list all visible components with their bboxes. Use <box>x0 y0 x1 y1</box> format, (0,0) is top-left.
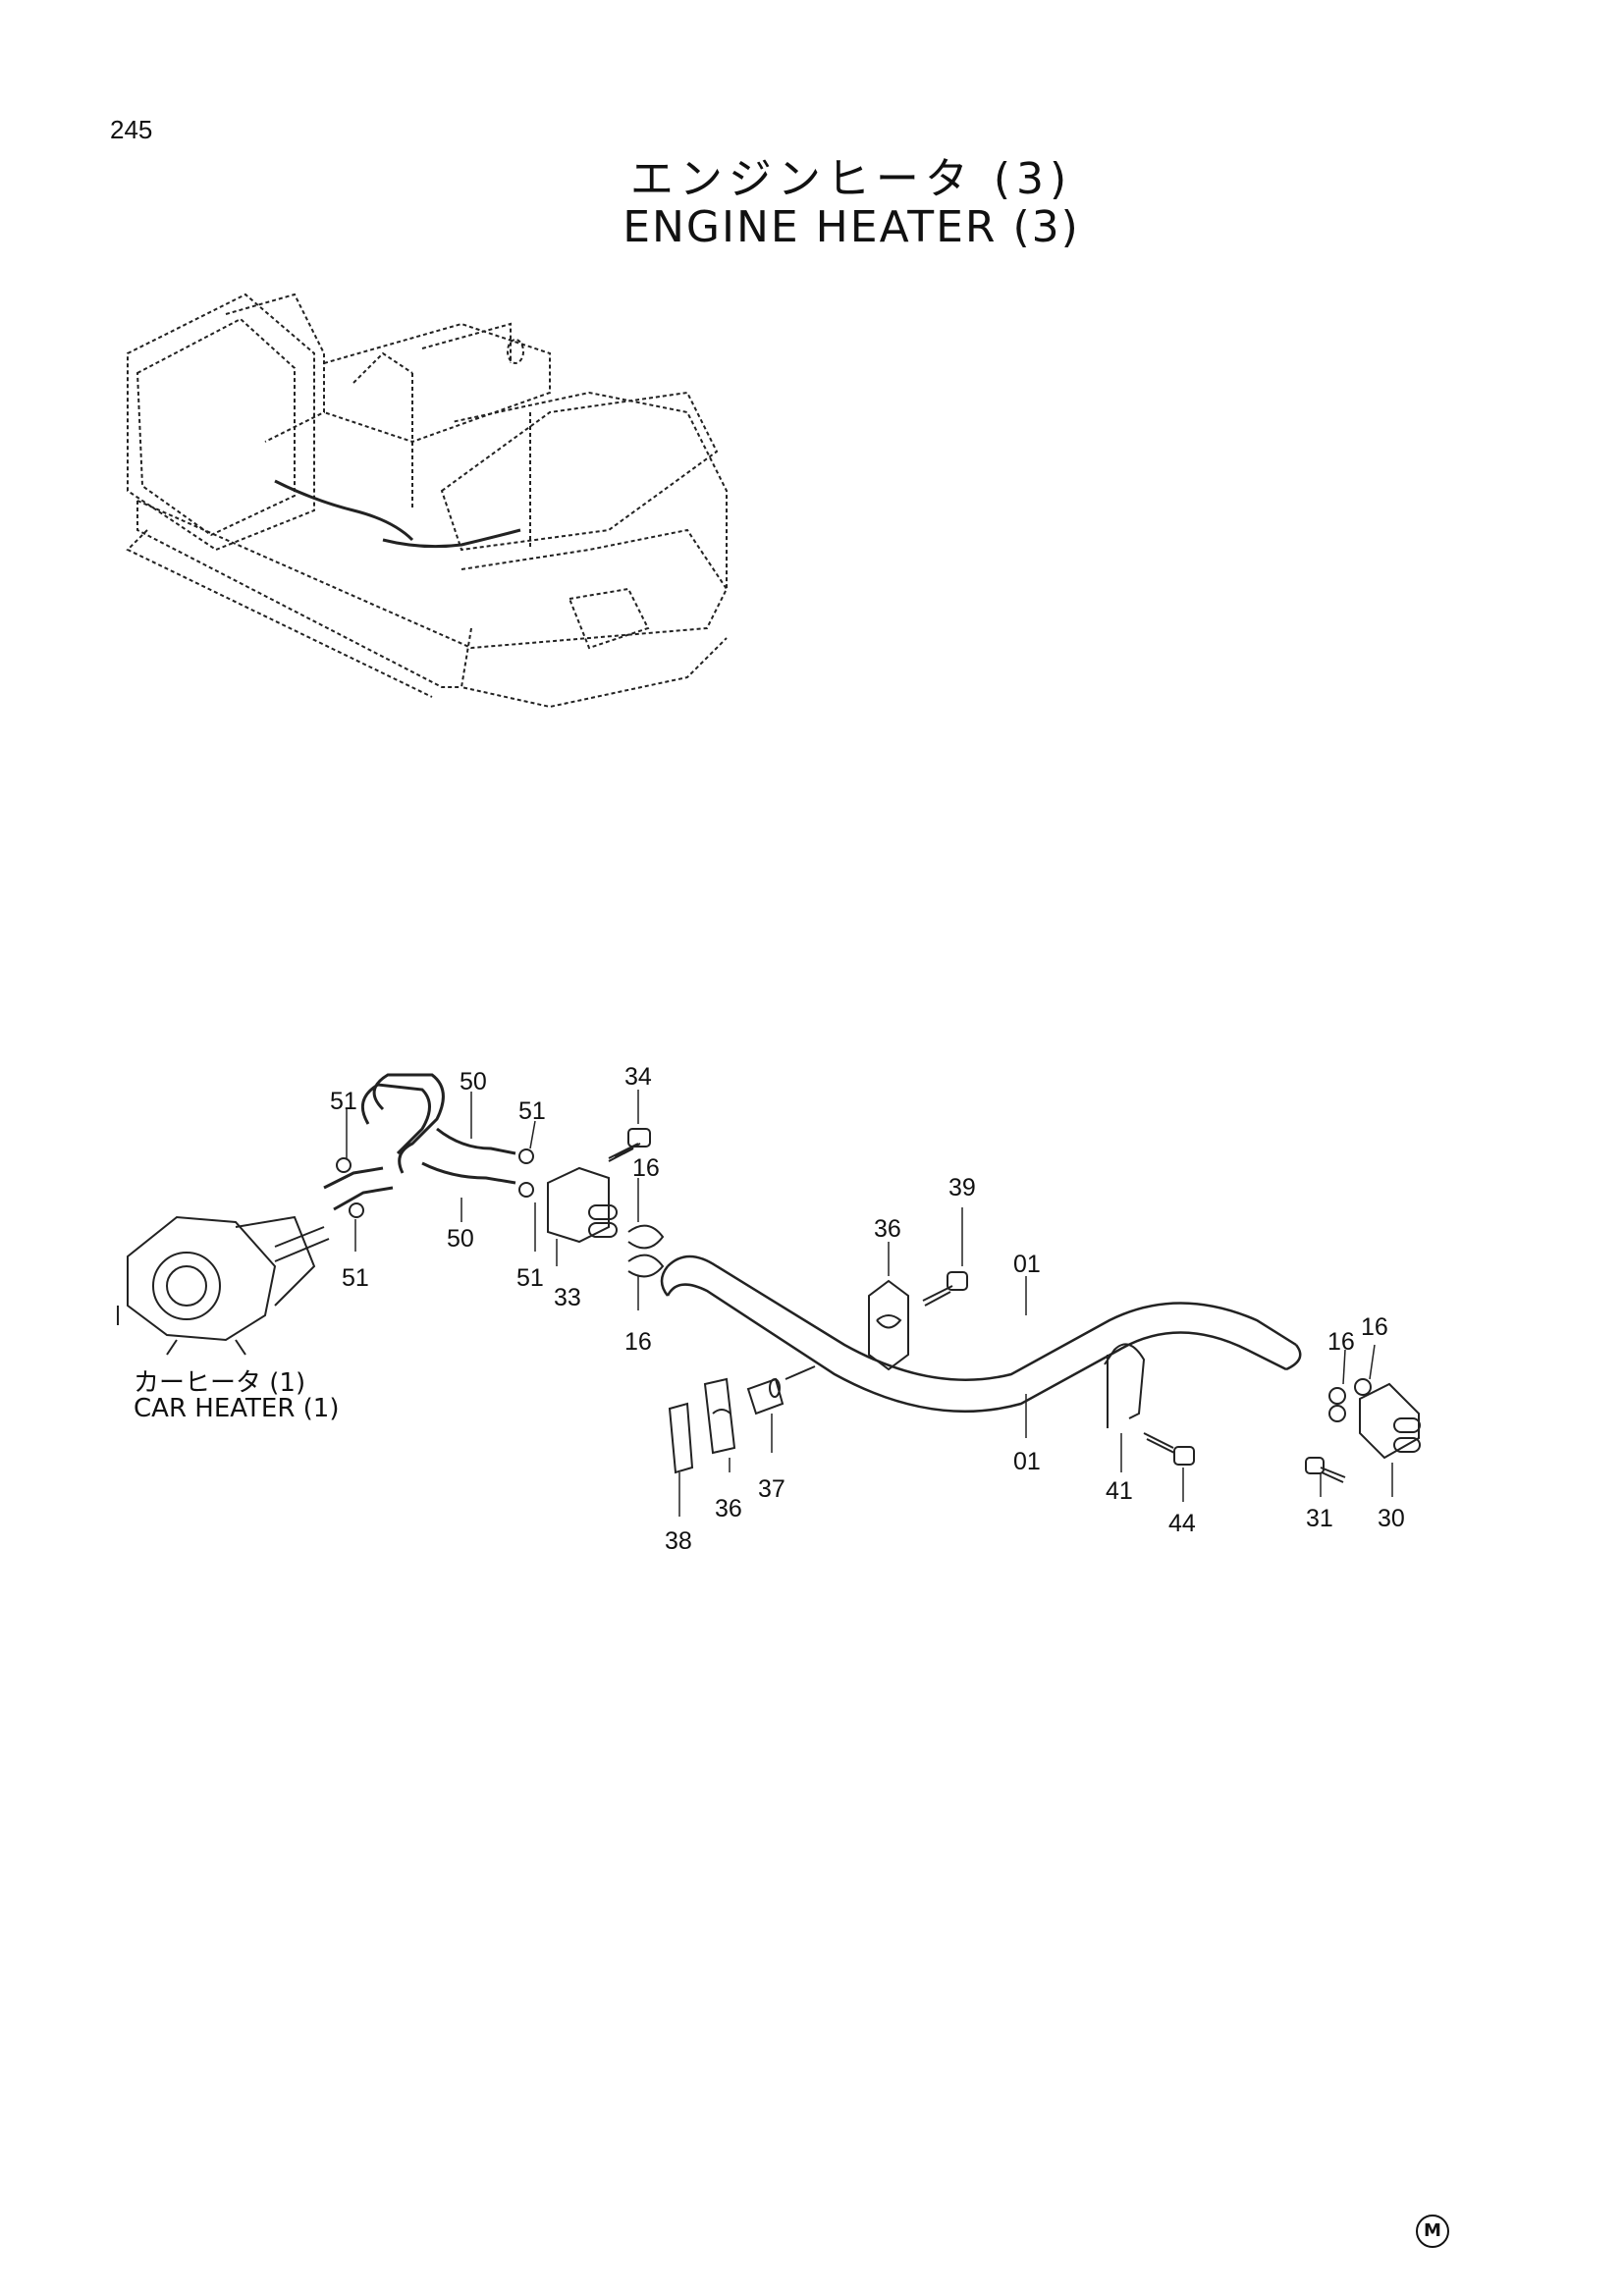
car-heater-label-japanese: カーヒータ (1) <box>134 1368 306 1398</box>
heater-hose-routing-overview <box>274 479 521 549</box>
leader-lines <box>346 1090 1393 1517</box>
callout-01: 01 <box>1013 1251 1041 1278</box>
callout-51: 51 <box>342 1264 369 1292</box>
hose-clamp-16-left <box>627 1224 665 1278</box>
bolt-44 <box>1143 1432 1195 1466</box>
callout-44: 44 <box>1168 1510 1196 1537</box>
heater-pipe-01 <box>660 1255 1302 1414</box>
callout-16: 16 <box>632 1154 660 1182</box>
hose-clamp-16-right <box>1328 1378 1372 1422</box>
callout-50: 50 <box>447 1225 474 1253</box>
callout-36: 36 <box>715 1495 742 1522</box>
page-title-japanese: エンジンヒータ (3) <box>629 154 1073 204</box>
callout-16: 16 <box>624 1328 652 1356</box>
callout-51: 51 <box>518 1097 546 1125</box>
callout-36: 36 <box>874 1215 901 1243</box>
callout-30: 30 <box>1378 1505 1405 1532</box>
callout-51: 51 <box>330 1088 357 1115</box>
hose-clamp-51 <box>336 1148 534 1218</box>
bolt-39 <box>922 1271 968 1307</box>
pipe-clamp-36-upper <box>868 1279 909 1371</box>
callout-41: 41 <box>1106 1477 1133 1505</box>
heater-hose-50 <box>323 1073 516 1211</box>
callout-01: 01 <box>1013 1448 1041 1475</box>
page-number: 245 <box>110 115 153 144</box>
callout-51: 51 <box>516 1264 544 1292</box>
callout-50: 50 <box>460 1068 487 1095</box>
callout-31: 31 <box>1306 1505 1333 1532</box>
pipe-clamp-41 <box>1104 1343 1146 1428</box>
corner-mark: M <box>1416 2215 1449 2248</box>
bolt-31 <box>1305 1457 1346 1483</box>
bolt-34 <box>608 1128 651 1162</box>
callout-33: 33 <box>554 1284 581 1311</box>
excavator-overview-illustration <box>126 293 728 709</box>
connector-plate-30 <box>1359 1382 1421 1460</box>
callout-37: 37 <box>758 1475 785 1503</box>
pipe-clamp-36-lower <box>703 1377 736 1455</box>
callout-16: 16 <box>1361 1313 1388 1341</box>
callout-16: 16 <box>1327 1328 1355 1356</box>
callout-39: 39 <box>948 1174 976 1201</box>
callout-labels: 51 50 51 34 16 51 50 51 33 16 39 36 01 1… <box>330 1063 1405 1555</box>
bracket-33 <box>547 1166 618 1244</box>
callout-38: 38 <box>665 1527 692 1555</box>
collar-37 <box>746 1377 785 1415</box>
car-heater-label: CAR HEATER (1) <box>134 1394 340 1423</box>
car-heater-unit <box>117 1215 330 1356</box>
spacer-38 <box>668 1402 694 1474</box>
page-title: ENGINE HEATER (3) <box>623 202 1080 252</box>
callout-34: 34 <box>624 1063 652 1091</box>
